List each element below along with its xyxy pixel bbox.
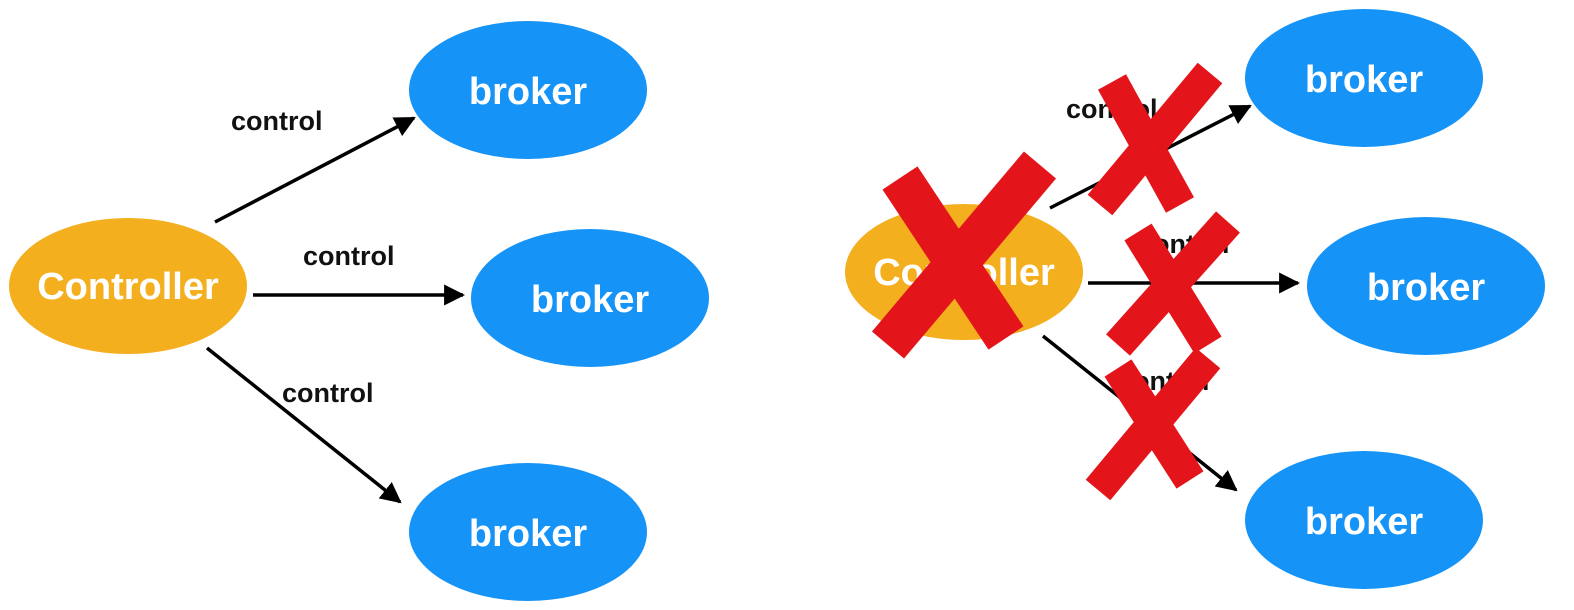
left-controller-node: Controller — [9, 218, 247, 354]
left-edge-bottom-label: control — [282, 378, 374, 408]
left-broker-bottom-label: broker — [469, 513, 587, 555]
right-broker-middle-node: broker — [1307, 217, 1545, 355]
left-controller-ellipse — [9, 218, 247, 354]
left-broker-bottom-node: broker — [409, 463, 647, 601]
left-broker-top-ellipse — [409, 21, 647, 159]
right-broker-middle-ellipse — [1307, 217, 1545, 355]
left-broker-middle-node: broker — [471, 229, 709, 367]
left-broker-top-node: broker — [409, 21, 647, 159]
controller-cross-icon — [871, 151, 1057, 359]
middle-edge-cross-icon — [1106, 211, 1240, 356]
left-edge-middle-label: control — [303, 241, 395, 271]
left-diagram: control control control Controller broke… — [9, 21, 709, 601]
right-broker-top-ellipse — [1245, 9, 1483, 147]
right-broker-bottom-ellipse — [1245, 451, 1483, 589]
right-broker-middle-label: broker — [1367, 267, 1485, 309]
left-edge-top-arrow — [214, 116, 416, 224]
left-edge-top-label: control — [231, 106, 323, 136]
right-broker-bottom-node: broker — [1245, 451, 1483, 589]
right-diagram: control control control Controller broke… — [845, 9, 1545, 589]
top-edge-cross-icon — [1087, 62, 1223, 216]
left-controller-label: Controller — [37, 266, 219, 308]
right-broker-top-label: broker — [1305, 59, 1423, 101]
left-broker-middle-ellipse — [471, 229, 709, 367]
left-broker-middle-label: broker — [531, 279, 649, 321]
right-broker-bottom-label: broker — [1305, 501, 1423, 543]
right-broker-top-node: broker — [1245, 9, 1483, 147]
left-broker-top-label: broker — [469, 71, 587, 113]
left-edge-bottom-arrow — [205, 346, 402, 504]
bottom-edge-cross-icon — [1085, 347, 1221, 501]
left-broker-bottom-ellipse — [409, 463, 647, 601]
